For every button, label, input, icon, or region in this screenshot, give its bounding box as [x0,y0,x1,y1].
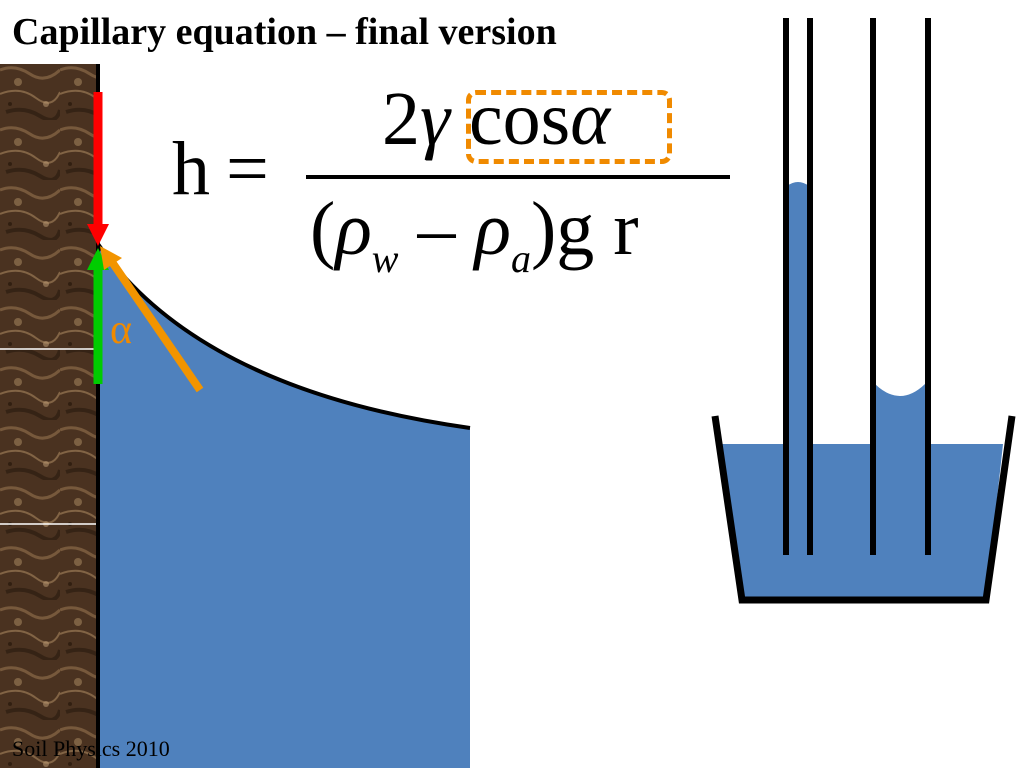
minus-sign: – [417,187,456,271]
equation-equals: = [226,127,269,211]
rho-a: ρ [474,187,511,271]
denominator-open-paren: ( [310,187,336,271]
orange-arrow-shaft [108,259,204,393]
equation-denominator: (ρw – ρa)g r [310,186,639,282]
narrow-tube-water [787,182,809,555]
contact-angle-label: α [110,307,133,353]
red-arrow-head [87,224,109,246]
subscript-a: a [510,236,531,281]
beaker-outline [711,415,1016,604]
wide-tube-water [875,384,925,555]
radius-r: r [613,187,639,271]
denominator-close-paren: ) [530,187,557,271]
subscript-w: w [371,236,399,281]
cos-alpha-highlight [466,90,672,164]
fraction-bar [306,175,730,179]
gravity-g: g [556,187,595,271]
orange-arrow-head [100,246,122,270]
rho-w: ρ [335,187,372,271]
footer-label: Soil Physics 2010 [12,736,170,761]
numerator-coefficient: 2 [382,77,420,161]
beaker-water [720,444,1003,600]
equation-numerator: 2γ cosα [382,76,610,163]
capillary-beaker [711,18,1016,604]
equation-lhs: h [172,127,210,211]
numerator-gamma: γ [420,77,450,161]
soil-wall [0,64,98,768]
slide-title: Capillary equation – final version [12,11,557,53]
